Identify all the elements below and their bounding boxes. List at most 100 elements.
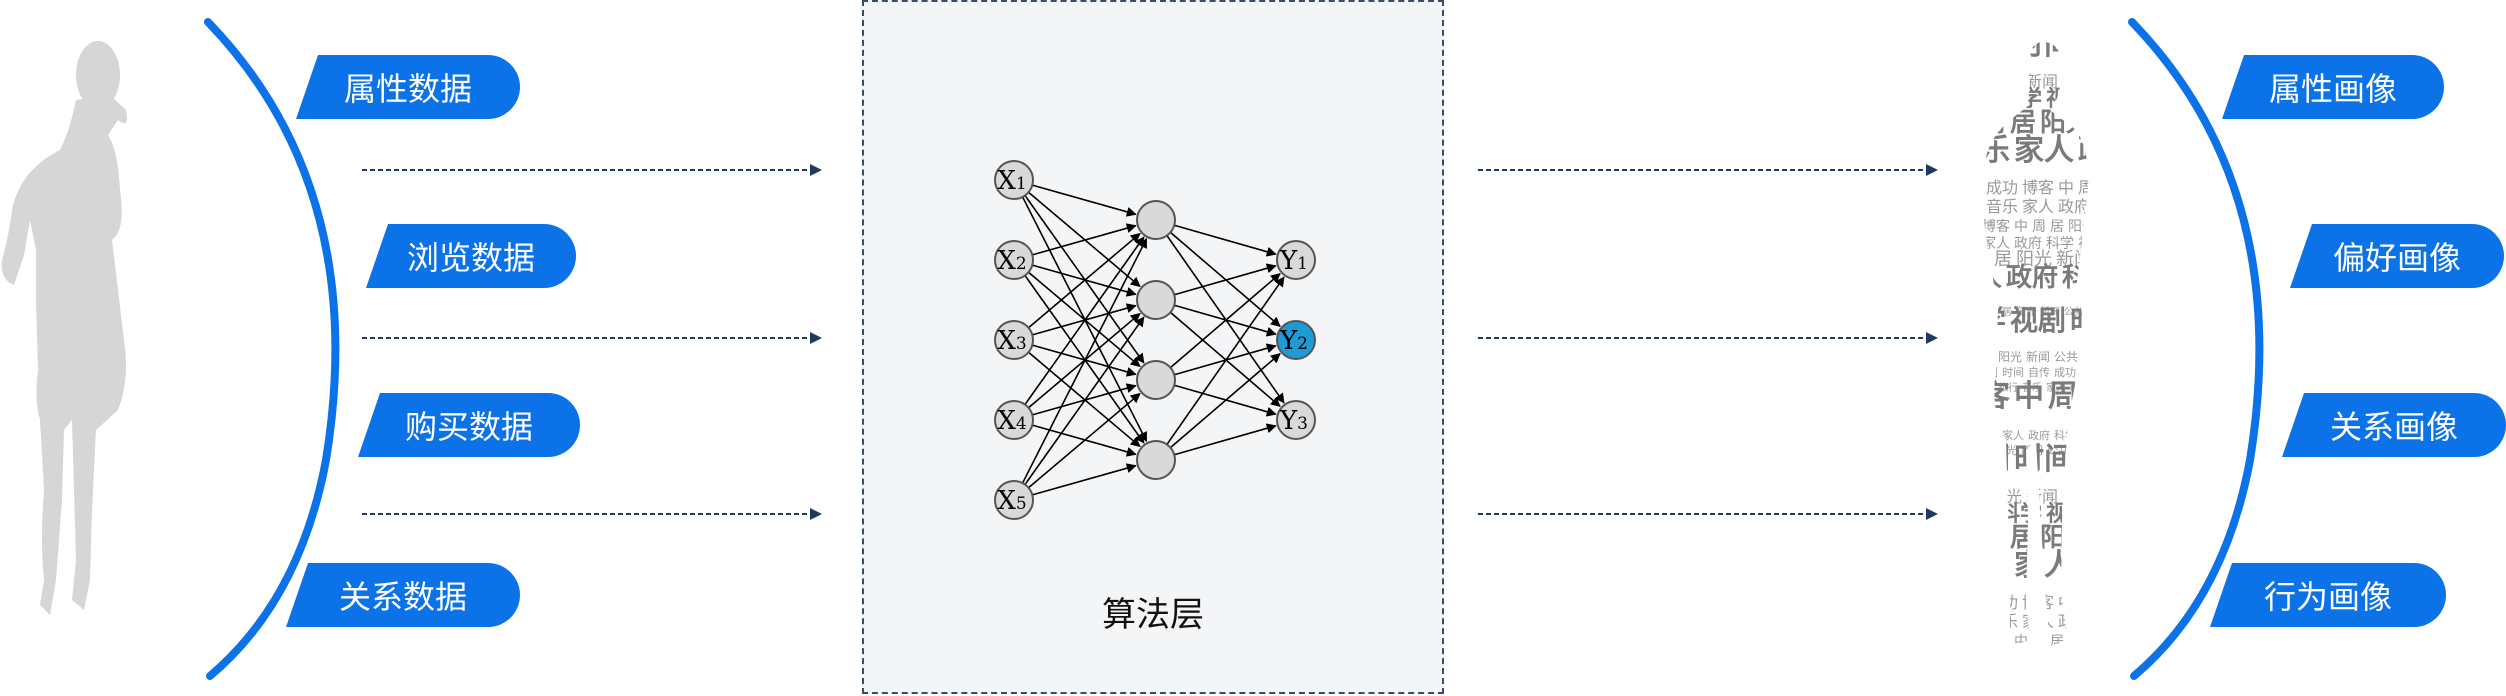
word-cloud-word: 图书 <box>1974 382 1994 394</box>
word-cloud-word: 旅行 <box>1950 197 1982 216</box>
edge-x2-h2 <box>1032 264 1137 297</box>
input-node-3: X3 <box>994 320 1034 360</box>
word-cloud-word: 周 <box>1988 306 1998 318</box>
word-cloud-word: 周 <box>2032 634 2046 650</box>
edge-x1-h1 <box>1032 184 1137 217</box>
word-cloud-word: 公共 <box>2064 306 2084 318</box>
word-cloud-word: 周 <box>2078 178 2094 197</box>
word-cloud-word: 居 <box>1980 444 1991 457</box>
word-cloud-word: 新闻 <box>2026 72 2058 91</box>
word-cloud-word: 家人 <box>1982 235 2010 252</box>
edge-h4-y2 <box>1169 353 1281 449</box>
word-cloud-word: 音乐 <box>2022 381 2042 394</box>
word-cloud-word: 中 <box>1950 444 1961 457</box>
word-cloud-word: 居 <box>1970 487 1986 506</box>
word-cloud-word: 音乐 <box>1950 548 2010 583</box>
word-cloud-word: 旅行 <box>1998 381 2018 394</box>
word-cloud-word: 政府 <box>2014 236 2042 252</box>
word-cloud-word: 科学 <box>1950 304 2006 337</box>
word-cloud-word: 中 <box>2014 379 2044 414</box>
input-node-2: X2 <box>994 240 1034 280</box>
word-cloud-word: 音乐 <box>1976 428 1998 442</box>
word-cloud-word: 音乐 <box>1950 235 1978 252</box>
browse-data-pill: 浏览数据 <box>366 224 576 288</box>
word-cloud-word: 政府 <box>2058 612 2090 631</box>
edge-x1-h2 <box>1027 191 1141 288</box>
word-cloud-word: 周 <box>1965 444 1976 457</box>
word-cloud-word: 家人 <box>2022 197 2054 216</box>
word-cloud-word: 阳光 <box>2016 249 2052 270</box>
word-cloud-word: 周 <box>1950 487 1966 506</box>
word-cloud-word: 图书 <box>2073 444 2095 457</box>
relation-profile-pill: 关系画像 <box>2282 393 2506 457</box>
word-cloud-word: 博客 <box>1982 218 2010 235</box>
word-cloud-word: 时间 <box>2014 40 2074 62</box>
word-cloud-silhouette: 视剧时间自传周居阳光新闻公共图书政府科学视剧时间中周居阳光新闻音乐家人政府自传成… <box>1950 40 2130 650</box>
input-node-3-label: X3 <box>997 326 1026 356</box>
word-cloud-word: 视剧 <box>1950 442 2010 477</box>
word-cloud-word: 家人 <box>2002 428 2024 442</box>
attribute-profile-pill: 属性画像 <box>2222 55 2444 119</box>
word-cloud-word: 家人 <box>2046 381 2066 394</box>
word-cloud-word: 博客 <box>1950 379 2010 414</box>
word-cloud-word: 周 <box>1950 72 1966 91</box>
word-cloud-word: 时间 <box>2002 366 2024 379</box>
output-node-2: Y2 <box>1276 320 1316 360</box>
word-cloud-word: 中 <box>1950 349 1962 364</box>
preference-profile-pill: 偏好画像 <box>2290 224 2504 288</box>
person-silhouette-icon <box>1 41 127 615</box>
word-cloud-word: 公共 <box>2054 350 2078 364</box>
word-cloud-word: 科学 <box>2046 236 2074 252</box>
word-cloud-word: 居 <box>1994 249 2012 270</box>
word-cloud-word: 政府 <box>1950 86 1994 112</box>
word-cloud-word: 中 <box>2058 178 2074 197</box>
word-cloud-word: 阳光 <box>2068 219 2096 235</box>
word-cloud-word: 公共 <box>2047 444 2069 457</box>
relation-data-pill: 关系数据 <box>286 563 520 627</box>
edge-h3-y3 <box>1174 384 1277 417</box>
word-cloud-word: 政府 <box>2078 133 2130 168</box>
hidden-node-3 <box>1136 360 1176 400</box>
word-cloud-word: 博客 <box>1950 305 1970 318</box>
output-node-1: Y1 <box>1276 240 1316 280</box>
word-cloud-word: 阳光 <box>2068 634 2096 650</box>
word-cloud-word: 科学 <box>1950 365 1972 379</box>
edge-h1-y1 <box>1174 224 1277 257</box>
word-cloud-word: 成功 <box>2054 366 2076 379</box>
word-cloud-word: 博客 <box>1982 633 2010 650</box>
left-arc <box>204 18 340 680</box>
right-arc <box>2128 18 2264 680</box>
word-cloud-word: 公共 <box>2062 487 2094 506</box>
word-cloud-word: 中 <box>1950 523 1976 553</box>
word-cloud-word: 成功 <box>1986 178 2018 197</box>
word-cloud-word: 政府 <box>1950 501 1994 527</box>
algorithm-layer-title: 算法层 <box>1102 595 1204 635</box>
word-cloud-word: 家人 <box>2014 548 2074 583</box>
word-cloud-word: 家人 <box>2022 612 2054 631</box>
edge-x3-h3 <box>1032 344 1137 377</box>
word-cloud-word: 视剧 <box>2046 86 2090 112</box>
input-node-4: X4 <box>994 400 1034 440</box>
input-node-1-label: X1 <box>997 166 1026 196</box>
word-cloud-word: 居 <box>2050 219 2064 235</box>
edge-x4-h1 <box>1024 236 1145 405</box>
word-cloud-word: 中 <box>2058 593 2074 612</box>
edge-h2-y2 <box>1174 304 1277 337</box>
word-cloud-word: 视剧 <box>1976 365 1998 379</box>
word-cloud-word: 中 <box>1974 305 1984 318</box>
purchase-data-pill: 购买数据 <box>358 393 580 457</box>
word-cloud-word: 新闻 <box>2026 349 2050 364</box>
word-cloud-word: 自传 <box>2028 366 2050 379</box>
word-cloud-word: 阳光 <box>1998 350 2022 364</box>
word-cloud-word: 旅行 <box>1950 428 1972 442</box>
output-node-3-label: Y3 <box>1279 406 1308 436</box>
word-cloud-word: 中 <box>1950 108 1976 138</box>
input-node-1: X1 <box>994 160 1034 200</box>
edge-h2-y1 <box>1174 263 1277 296</box>
word-cloud-word: 周 <box>2048 379 2078 414</box>
output-node-3: Y3 <box>1276 400 1316 440</box>
